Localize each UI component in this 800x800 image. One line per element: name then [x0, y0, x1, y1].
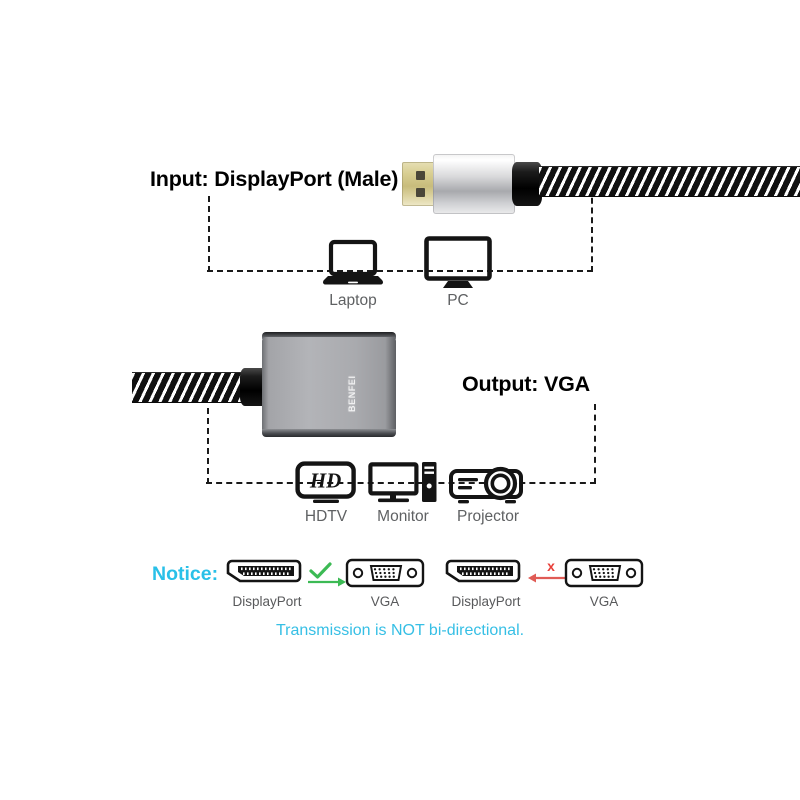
notice-pair-1-to-label: VGA: [370, 594, 400, 609]
laptop-label: Laptop: [329, 292, 377, 309]
braided-cable-bottom: [132, 372, 245, 403]
projector-icon: [449, 460, 530, 506]
adapter-housing: [262, 337, 396, 433]
allowed-direction-marker: [305, 560, 351, 588]
hd-badge-icon: HD: [295, 461, 357, 505]
displayport-port-icon-2: [445, 557, 525, 589]
notice-pair-2-to-label: VGA: [589, 594, 619, 609]
input-box-left-edge: [208, 196, 210, 272]
output-box-bottom-edge: [206, 482, 596, 484]
projector-label: Projector: [456, 508, 520, 525]
blocked-direction-marker: x: [524, 558, 570, 586]
displayport-port-icon: [226, 557, 306, 589]
connector-silver-housing: [433, 154, 515, 214]
hdtv-label: HDTV: [304, 508, 348, 525]
laptop-icon: [322, 239, 384, 290]
monitor-label: Monitor: [377, 508, 429, 525]
notice-pair-1-from-label: DisplayPort: [232, 594, 302, 609]
vga-port-icon-2: [564, 558, 644, 588]
monitor-tower-icon: [368, 460, 438, 506]
input-box-right-edge: [591, 188, 593, 272]
connector-notch-top: [416, 171, 425, 180]
vga-port-icon: [345, 558, 425, 588]
connector-gold-contact: [402, 162, 436, 206]
cable-strain-relief: [512, 162, 542, 206]
braided-cable-top: [539, 166, 800, 197]
input-heading: Input: DisplayPort (Male): [150, 167, 399, 191]
adapter-brand-logo: BENFEI: [347, 375, 357, 412]
notice-pair-2-from-label: DisplayPort: [451, 594, 521, 609]
input-box-bottom-edge: [207, 270, 593, 272]
pc-label: PC: [447, 292, 469, 309]
notice-footnote: Transmission is NOT bi-directional.: [276, 622, 525, 639]
adapter-top-edge: [262, 332, 396, 339]
output-heading: Output: VGA: [462, 372, 590, 396]
desktop-monitor-icon: [424, 236, 492, 290]
adapter-bottom-edge: [262, 429, 396, 437]
output-box-right-edge: [594, 404, 596, 484]
connector-notch-bottom: [416, 188, 425, 197]
notice-title: Notice:: [152, 563, 219, 585]
svg-text:x: x: [547, 558, 555, 574]
svg-text:HD: HD: [309, 469, 342, 493]
output-box-left-edge: [207, 408, 209, 484]
